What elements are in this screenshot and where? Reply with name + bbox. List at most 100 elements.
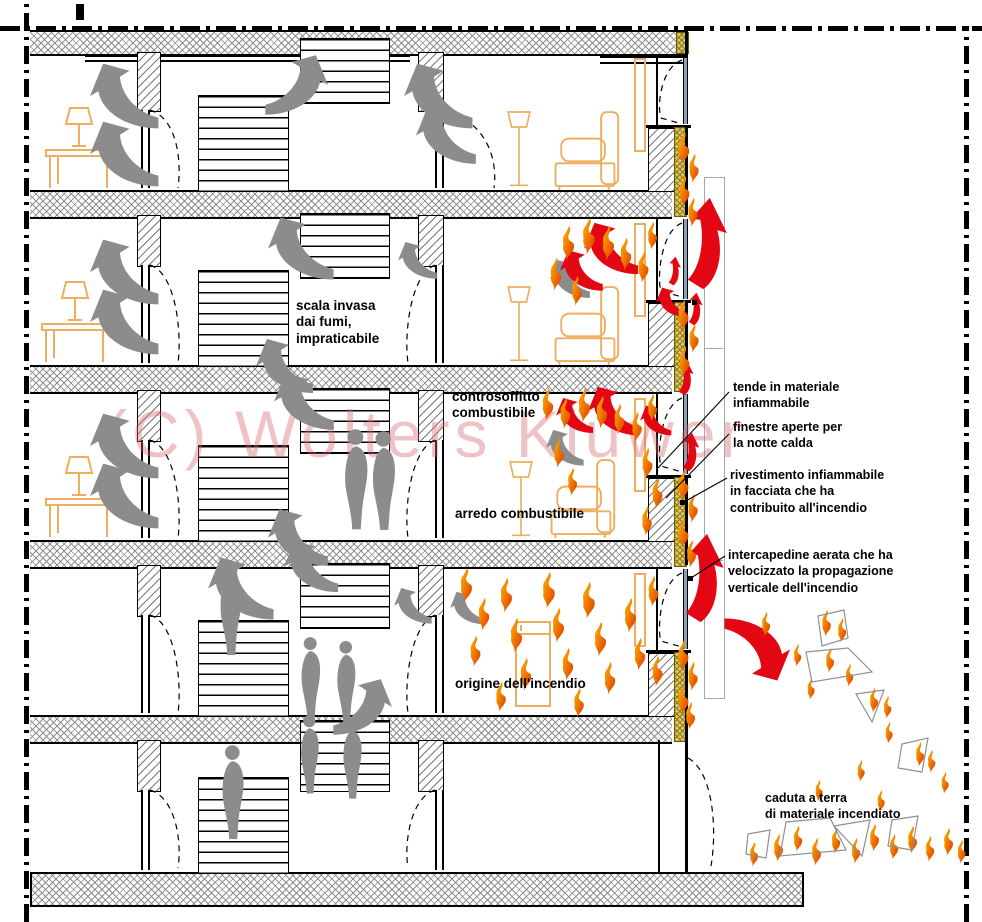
flame-icon bbox=[838, 618, 847, 643]
curtain bbox=[634, 398, 646, 492]
door bbox=[435, 110, 444, 188]
debris-icon bbox=[779, 817, 847, 857]
table-lamp-icon bbox=[41, 281, 109, 363]
flame-icon bbox=[884, 696, 892, 719]
flame-icon bbox=[832, 828, 841, 854]
flame-icon bbox=[620, 238, 632, 271]
door-swing bbox=[149, 439, 180, 539]
section-line-top bbox=[0, 26, 982, 31]
flame-icon bbox=[885, 722, 893, 744]
ceiling-line bbox=[85, 55, 410, 57]
door bbox=[141, 265, 150, 363]
debris-icon bbox=[805, 647, 874, 683]
wall bbox=[137, 740, 161, 792]
wall bbox=[418, 740, 444, 792]
armchair-icon bbox=[550, 459, 616, 539]
parapet-cap bbox=[646, 125, 691, 128]
fire-arrow-icon bbox=[560, 250, 603, 291]
door bbox=[141, 615, 150, 713]
flame-icon bbox=[554, 438, 564, 468]
window-glazing bbox=[683, 58, 688, 124]
ceiling-line bbox=[600, 56, 685, 58]
flame-icon bbox=[908, 826, 918, 854]
smoke-arrow-icon bbox=[416, 107, 476, 164]
fire-arrow-icon bbox=[688, 292, 703, 326]
debris-icon bbox=[832, 819, 871, 858]
flame-icon bbox=[687, 540, 697, 568]
marker bbox=[688, 576, 693, 581]
smoke-arrow-icon bbox=[546, 429, 584, 466]
door-swing bbox=[406, 614, 436, 714]
flame-icon bbox=[478, 598, 490, 631]
flame-icon bbox=[614, 404, 625, 435]
window-reveal bbox=[656, 56, 658, 126]
wall bbox=[418, 390, 444, 442]
floor-lamp-icon bbox=[507, 286, 531, 362]
cladding-divider bbox=[704, 560, 723, 561]
flame-icon bbox=[794, 826, 803, 852]
door bbox=[435, 790, 444, 870]
door bbox=[141, 440, 150, 538]
flame-icon bbox=[500, 578, 513, 613]
fire-arrow-icon bbox=[556, 397, 594, 434]
flame-icon bbox=[822, 610, 831, 637]
parapet bbox=[648, 128, 676, 192]
door bbox=[435, 265, 444, 363]
flame-icon bbox=[926, 836, 935, 862]
label-rivestimento: rivestimento infiammabile in facciata ch… bbox=[730, 468, 885, 515]
debris-icon bbox=[897, 737, 929, 773]
curtain bbox=[634, 58, 646, 152]
open-window-leaf bbox=[658, 222, 683, 298]
flame-icon bbox=[916, 742, 925, 767]
door-swing bbox=[687, 757, 715, 867]
stair-flight bbox=[300, 38, 390, 104]
flame-icon bbox=[807, 678, 815, 700]
facade-line bbox=[685, 475, 688, 565]
flame-icon bbox=[543, 572, 555, 609]
flame-icon bbox=[794, 644, 802, 667]
ground-slab bbox=[30, 872, 804, 907]
debris-icon bbox=[745, 829, 771, 859]
window-glazing bbox=[683, 219, 688, 299]
stair-flight bbox=[300, 388, 390, 454]
wall bbox=[418, 215, 444, 267]
facade-line bbox=[685, 125, 688, 215]
curtain bbox=[634, 573, 646, 647]
stair-flight bbox=[198, 95, 289, 192]
window-glazing bbox=[683, 569, 688, 649]
flame-icon bbox=[870, 688, 879, 713]
flame-icon bbox=[688, 494, 698, 523]
open-window-leaf bbox=[658, 572, 683, 648]
label-origine: origine dell'incendio bbox=[455, 676, 586, 691]
fire-arrow-icon bbox=[668, 256, 681, 286]
wall bbox=[137, 390, 161, 442]
cladding-divider bbox=[704, 348, 723, 349]
flame-icon bbox=[604, 662, 616, 695]
flame-icon bbox=[812, 838, 822, 866]
flame-icon bbox=[852, 838, 861, 864]
flame-icon bbox=[689, 154, 699, 183]
label-scala-invasa: scala invasa dai fumi, impraticabile bbox=[296, 298, 380, 346]
door bbox=[141, 790, 150, 870]
parapet-cap bbox=[646, 650, 691, 653]
flame-icon bbox=[594, 622, 607, 657]
label-arredo: arredo combustibile bbox=[455, 506, 585, 521]
stair-flight bbox=[300, 213, 390, 279]
fire-arrow-icon bbox=[724, 618, 790, 681]
flame-icon bbox=[688, 662, 698, 691]
armchair-icon bbox=[554, 111, 620, 191]
wall bbox=[137, 565, 161, 617]
flame-icon bbox=[941, 772, 949, 794]
roof-insulation bbox=[676, 32, 689, 54]
flame-icon bbox=[583, 218, 595, 255]
flame-icon bbox=[470, 636, 481, 667]
flame-icon bbox=[688, 198, 698, 227]
flame-icon bbox=[846, 664, 854, 687]
table-lamp-icon bbox=[45, 456, 113, 538]
parapet bbox=[648, 478, 676, 542]
door-swing bbox=[149, 264, 180, 364]
smoke-arrow-icon bbox=[550, 260, 590, 298]
flame-icon bbox=[583, 582, 595, 619]
table-lamp-icon bbox=[45, 107, 113, 189]
curtain bbox=[634, 223, 646, 317]
